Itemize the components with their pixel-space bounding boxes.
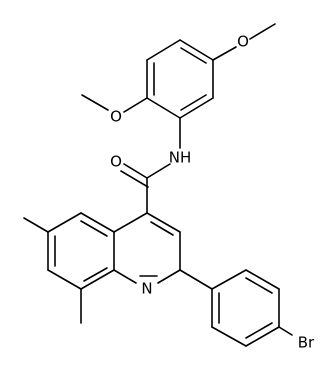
quinoline-benzo-ring [47, 212, 115, 290]
methoxy-left-group [81, 94, 148, 113]
atom-label-oxygen-top: O [237, 33, 249, 51]
atom-label-quinoline-nitrogen: N [141, 280, 152, 298]
amide-linkage [120, 117, 181, 214]
quinoline-pyridine-ring [113, 212, 181, 284]
atom-label-nh: NH [169, 149, 192, 167]
methyl-groups [23, 217, 82, 324]
atom-label-oxygen-left: O [110, 108, 122, 126]
bromophenyl-ring [179, 269, 293, 347]
dimethoxyphenyl-ring [146, 39, 214, 119]
atom-label-carbonyl-oxygen: O [110, 153, 122, 171]
atom-label-bromine: Br [298, 334, 315, 352]
methoxy-top-group [212, 23, 276, 61]
